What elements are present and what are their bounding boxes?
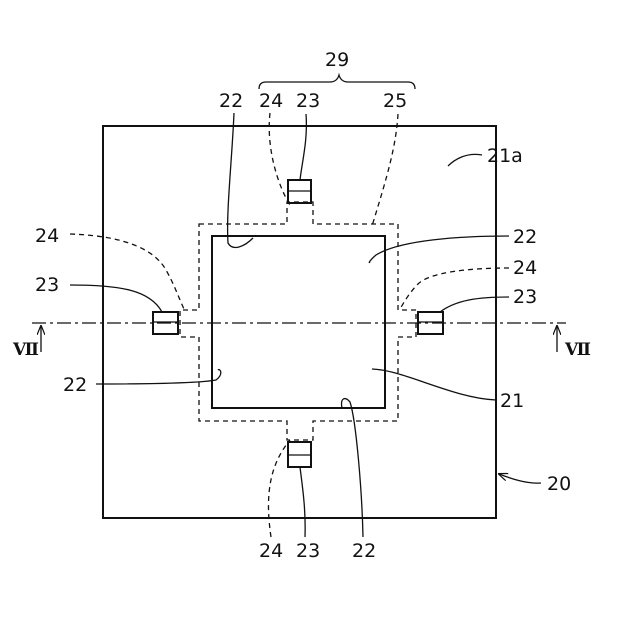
- leader-left-23: [70, 285, 162, 312]
- leader-top-22: [228, 113, 253, 247]
- label-right-22: 22: [513, 226, 537, 248]
- label-left-23: 23: [35, 274, 59, 296]
- label-right-24: 24: [513, 257, 537, 279]
- label-top-25: 25: [383, 90, 407, 112]
- label-left-22: 22: [63, 374, 87, 396]
- label-bottom-23: 23: [296, 540, 320, 562]
- label-section-left: Ⅶ: [12, 340, 39, 360]
- label-top-23: 23: [296, 90, 320, 112]
- label-21: 21: [500, 390, 524, 412]
- label-section-right: Ⅶ: [564, 340, 591, 360]
- leader-top-25: [372, 114, 398, 226]
- leader-bottom-23: [300, 467, 305, 537]
- label-29: 29: [325, 49, 349, 71]
- inner-chip: [212, 236, 385, 408]
- leader-right-24: [400, 268, 509, 309]
- leader-21a: [448, 154, 482, 166]
- label-20: 20: [547, 473, 571, 495]
- label-top-24: 24: [259, 90, 283, 112]
- leader-left-24: [70, 234, 184, 309]
- label-bottom-24: 24: [259, 540, 283, 562]
- leader-top-23: [300, 114, 306, 180]
- leader-left-22: [96, 370, 221, 384]
- label-bottom-22: 22: [352, 540, 376, 562]
- label-right-23: 23: [513, 286, 537, 308]
- dashed-outline-region: [180, 202, 416, 440]
- label-21a: 21a: [487, 145, 523, 167]
- terminal-top: [288, 180, 311, 203]
- leader-bottom-22: [342, 399, 363, 537]
- label-top-22: 22: [219, 90, 243, 112]
- leader-21: [372, 369, 496, 400]
- leader-20: [499, 474, 541, 483]
- label-left-24: 24: [35, 225, 59, 247]
- leader-right-22: [369, 236, 509, 263]
- leader-bottom-24: [268, 440, 290, 537]
- terminal-bottom: [288, 442, 311, 467]
- leader-right-23: [440, 297, 509, 312]
- brace-29: [259, 75, 415, 89]
